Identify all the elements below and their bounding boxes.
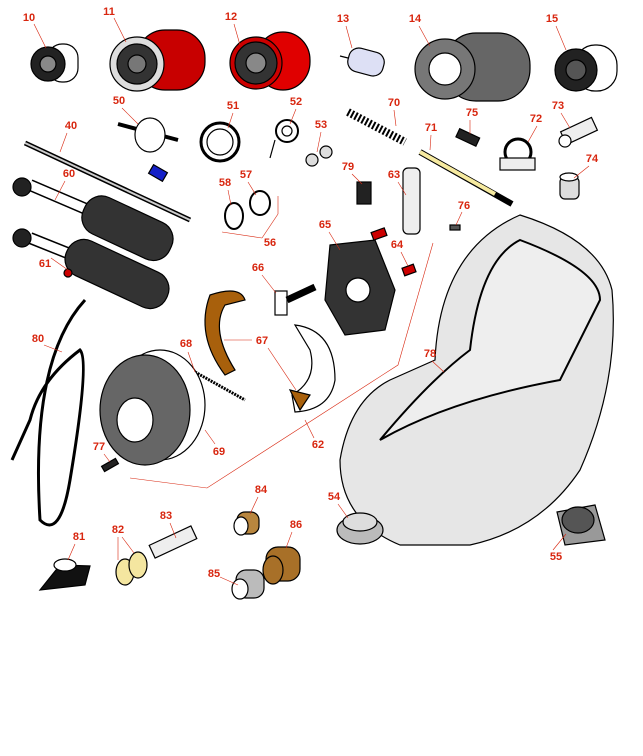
callout-84[interactable]: 84 xyxy=(254,484,268,496)
part-54-mount[interactable] xyxy=(336,512,384,545)
part-76-pin[interactable] xyxy=(449,224,461,231)
callout-13[interactable]: 13 xyxy=(336,13,350,25)
callout-69[interactable]: 69 xyxy=(212,446,226,458)
part-82-bushings[interactable] xyxy=(115,551,148,586)
part-80-cable[interactable] xyxy=(10,298,87,527)
part-79-block[interactable] xyxy=(356,181,372,205)
callout-68[interactable]: 68 xyxy=(179,338,193,350)
callout-63[interactable]: 63 xyxy=(387,169,401,181)
part-83-pin[interactable] xyxy=(148,525,198,559)
part-69-drum[interactable] xyxy=(99,349,206,466)
part-73-fitting[interactable] xyxy=(558,116,599,148)
part-50-switch[interactable] xyxy=(117,117,179,183)
part-74-cap[interactable] xyxy=(559,172,580,200)
part-75-pin[interactable] xyxy=(455,127,481,147)
callout-14[interactable]: 14 xyxy=(408,13,422,25)
part-63-bracket[interactable] xyxy=(402,167,421,235)
callout-86[interactable]: 86 xyxy=(289,519,303,531)
callout-64[interactable]: 64 xyxy=(390,239,404,251)
callout-73[interactable]: 73 xyxy=(551,100,565,112)
callout-76[interactable]: 76 xyxy=(457,200,471,212)
part-68-spring[interactable] xyxy=(194,370,246,402)
callout-40[interactable]: 40 xyxy=(64,120,78,132)
callout-52[interactable]: 52 xyxy=(289,96,303,108)
part-51-ring[interactable] xyxy=(199,121,241,163)
part-14-air-filter[interactable] xyxy=(414,32,531,102)
part-77-pin[interactable] xyxy=(100,457,120,473)
callout-75[interactable]: 75 xyxy=(465,107,479,119)
part-12-filter[interactable] xyxy=(229,31,311,91)
callout-11[interactable]: 11 xyxy=(103,6,115,18)
callout-62[interactable]: 62 xyxy=(311,439,325,451)
callout-10[interactable]: 10 xyxy=(22,12,36,24)
part-55-mount[interactable] xyxy=(556,504,606,546)
part-40-rod[interactable] xyxy=(23,140,192,223)
callout-81[interactable]: 81 xyxy=(72,531,86,543)
callout-65[interactable]: 65 xyxy=(318,219,332,231)
part-15-filter[interactable] xyxy=(554,44,618,92)
part-86-bushing[interactable] xyxy=(262,546,301,585)
part-57-bearing[interactable] xyxy=(249,190,271,216)
part-64-connector[interactable] xyxy=(370,227,417,277)
callout-78[interactable]: 78 xyxy=(423,348,437,360)
callout-57[interactable]: 57 xyxy=(239,169,253,181)
part-67-brake-shoe[interactable] xyxy=(204,290,246,376)
part-62-brake-shoe[interactable] xyxy=(288,324,336,413)
callout-55[interactable]: 55 xyxy=(549,551,563,563)
callout-85[interactable]: 85 xyxy=(207,568,221,580)
callout-12[interactable]: 12 xyxy=(224,11,238,23)
callout-67[interactable]: 67 xyxy=(255,335,269,347)
leader-lines xyxy=(33,17,590,586)
part-70-spring[interactable] xyxy=(346,108,407,146)
callout-79[interactable]: 79 xyxy=(341,161,355,173)
part-60-cylinder[interactable] xyxy=(12,177,179,266)
callout-82[interactable]: 82 xyxy=(111,524,125,536)
callout-60[interactable]: 60 xyxy=(62,168,76,180)
part-78-seat[interactable] xyxy=(339,214,614,546)
part-81-mount[interactable] xyxy=(38,558,91,591)
callout-80[interactable]: 80 xyxy=(31,333,45,345)
part-58-seal[interactable] xyxy=(224,202,244,230)
part-13-fuel-filter[interactable] xyxy=(339,46,386,78)
callout-15[interactable]: 15 xyxy=(545,13,559,25)
part-10-filter[interactable] xyxy=(30,43,79,83)
part-11-filter[interactable] xyxy=(109,29,206,92)
part-72-clamp[interactable] xyxy=(499,137,536,171)
part-66-fitting[interactable] xyxy=(274,283,317,316)
callout-58[interactable]: 58 xyxy=(218,177,232,189)
callout-61[interactable]: 61 xyxy=(38,258,52,270)
part-52-bearing[interactable] xyxy=(269,119,299,159)
callout-70[interactable]: 70 xyxy=(387,97,401,109)
callout-74[interactable]: 74 xyxy=(585,153,599,165)
callout-71[interactable]: 71 xyxy=(424,122,438,134)
callout-66[interactable]: 66 xyxy=(251,262,265,274)
part-84-bushing[interactable] xyxy=(233,511,260,536)
callout-72[interactable]: 72 xyxy=(529,113,543,125)
callout-54[interactable]: 54 xyxy=(327,491,341,503)
part-85-bushing[interactable] xyxy=(231,569,265,600)
part-61-cylinder[interactable] xyxy=(12,228,175,314)
callout-51[interactable]: 51 xyxy=(226,100,240,112)
callout-77[interactable]: 77 xyxy=(92,441,106,453)
part-65-plate[interactable] xyxy=(324,239,396,336)
callout-83[interactable]: 83 xyxy=(159,510,173,522)
part-71-shaft[interactable] xyxy=(418,149,514,207)
callout-56[interactable]: 56 xyxy=(263,237,277,249)
part-53-fitting[interactable] xyxy=(305,145,333,167)
callout-53[interactable]: 53 xyxy=(314,119,328,131)
callout-50[interactable]: 50 xyxy=(112,95,126,107)
